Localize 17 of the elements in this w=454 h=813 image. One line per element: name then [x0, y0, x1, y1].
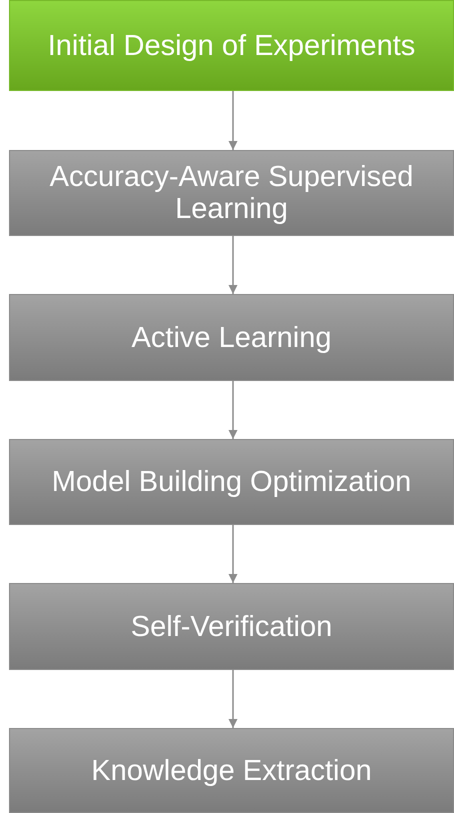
- arrow: [228, 91, 238, 150]
- box-label: Knowledge Extraction: [91, 754, 372, 786]
- arrow: [228, 525, 238, 583]
- process-box: [9, 583, 454, 670]
- arrow: [228, 236, 238, 294]
- process-box: [9, 0, 454, 91]
- box-label: Model Building Optimization: [52, 466, 412, 498]
- box-label: Self-Verification: [130, 610, 332, 642]
- box-label: Initial Design of Experiments: [48, 30, 416, 62]
- box-label: Active Learning: [132, 322, 332, 354]
- process-box: [9, 150, 454, 236]
- arrow: [228, 381, 238, 439]
- process-box: [9, 728, 454, 813]
- process-box: [9, 439, 454, 525]
- process-box: [9, 294, 454, 381]
- box-label: Accuracy-Aware Supervised Learning: [48, 161, 414, 225]
- arrow: [228, 670, 238, 728]
